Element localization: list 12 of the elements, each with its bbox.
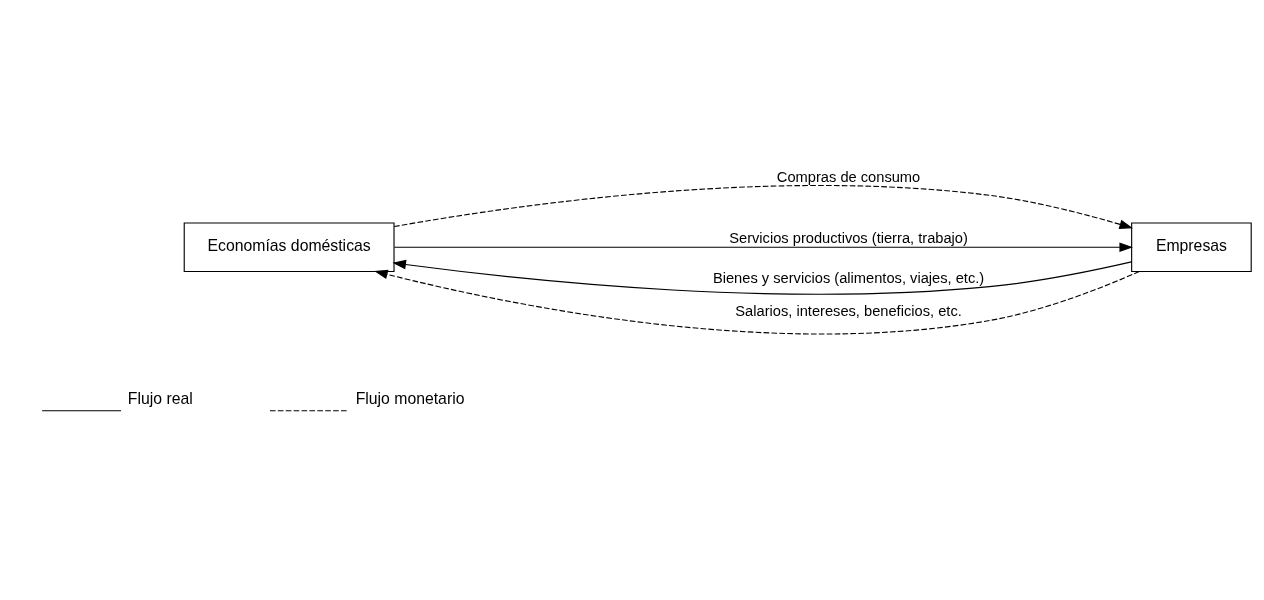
arrow [392,259,1132,295]
node-box: Empresas [1131,221,1252,272]
legend-label: Flujo real [127,389,193,407]
edge-label: Compras de consumo [776,168,921,185]
arrow [393,184,1133,229]
arrow [393,241,1133,252]
node-box: Economías domésticas [183,221,395,272]
legend-label: Flujo monetario [355,389,465,407]
arrow [374,269,1140,335]
edge-label: Salarios, intereses, beneficios, etc. [735,302,962,319]
edge-label: Servicios productivos (tierra, trabajo) [729,229,968,246]
edge-label: Bienes y servicios (alimentos, viajes, etc.) [712,269,985,286]
